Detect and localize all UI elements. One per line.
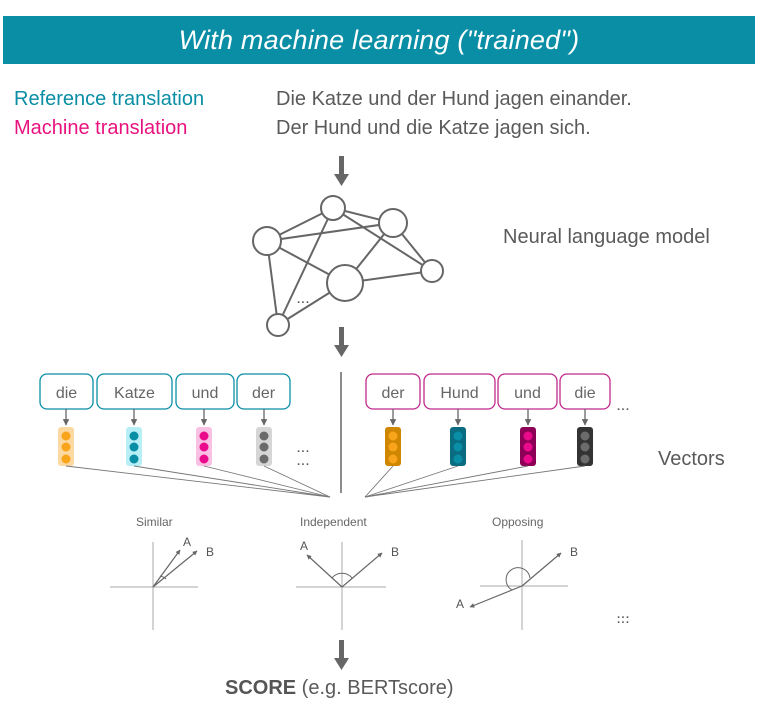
token-box-machine	[423, 373, 496, 410]
connector-line	[364, 465, 394, 498]
vector-dot	[199, 431, 209, 441]
vector-b-arrow-icon	[341, 552, 383, 588]
ellipsis: ...	[616, 605, 629, 622]
vector-dot	[61, 454, 71, 464]
token-word: und	[192, 385, 219, 402]
vector-dot	[129, 431, 139, 441]
vector-dot	[259, 442, 269, 452]
vector-dot	[129, 454, 139, 464]
token-word: Katze	[114, 385, 155, 402]
network-edge	[277, 207, 334, 326]
vector-a-label: A	[183, 535, 191, 549]
vector-dot	[453, 454, 463, 464]
ellipsis: ...	[296, 452, 309, 469]
reference-translation-label: Reference translation	[14, 88, 205, 110]
angle-arc	[159, 575, 167, 580]
machine-translation-label: Machine translation	[14, 117, 188, 139]
token-box-reference	[175, 373, 235, 410]
title-banner: With machine learning ("trained")	[3, 16, 755, 64]
angle-arc	[505, 567, 531, 591]
vector-b-label: B	[570, 545, 578, 559]
token-word: Hund	[440, 385, 478, 402]
network-edge	[266, 222, 394, 242]
network-edge	[332, 207, 433, 272]
token-word: der	[252, 385, 276, 402]
connector-line	[65, 465, 331, 498]
token-word: die	[56, 385, 77, 402]
comparison-label-independent: Independent	[300, 515, 367, 529]
network-node	[420, 259, 444, 283]
token-word: und	[514, 385, 541, 402]
connector-line	[263, 465, 331, 498]
vector-b-arrow-icon	[152, 550, 198, 588]
score-title: SCORE	[225, 677, 297, 699]
connector-line	[364, 465, 529, 498]
vector-dot	[129, 442, 139, 452]
comparison-label-similar: Similar	[136, 515, 173, 529]
network-node	[266, 313, 290, 337]
score-label: SCORE (e.g. BERTscore)	[225, 677, 454, 700]
vector-dot	[61, 442, 71, 452]
vector-a-arrow-icon	[152, 549, 181, 588]
reference-translation-text: Die Katze und der Hund jagen einander.	[276, 88, 632, 110]
vector-dot	[580, 431, 590, 441]
down-arrow-icon	[334, 640, 349, 670]
connector-line	[203, 465, 331, 498]
vector-dot	[388, 442, 398, 452]
vector-dot	[388, 431, 398, 441]
ellipsis: ...	[616, 397, 629, 414]
neural-network-icon	[252, 195, 444, 337]
ellipsis: ...	[296, 439, 309, 456]
vector-dot	[259, 431, 269, 441]
vector-b-arrow-icon	[521, 552, 562, 587]
vector-b-label: B	[206, 545, 214, 559]
network-node	[326, 264, 364, 302]
vector-a-label: A	[456, 597, 464, 611]
vector-dot	[453, 431, 463, 441]
angle-arc	[331, 572, 353, 579]
down-arrow-icon	[334, 156, 349, 186]
network-node	[320, 195, 346, 221]
vector-a-arrow-icon	[306, 554, 343, 588]
vector-dot	[61, 431, 71, 441]
comparison-label-opposing: Opposing	[492, 515, 544, 529]
token-word: die	[574, 385, 595, 402]
vector-dot	[580, 454, 590, 464]
vector-b-label: B	[391, 545, 399, 559]
vector-dot	[388, 454, 398, 464]
ellipsis: ...	[296, 290, 309, 307]
vector-dot	[199, 442, 209, 452]
vector-dot	[199, 454, 209, 464]
network-node	[252, 226, 282, 256]
model-label: Neural language model	[503, 226, 710, 248]
ellipsis: ...	[616, 610, 629, 627]
vector-dot	[523, 442, 533, 452]
connector-line	[133, 465, 331, 498]
vector-dot	[523, 454, 533, 464]
score-example: (e.g. BERTscore)	[296, 677, 454, 699]
vector-dot	[259, 454, 269, 464]
vector-dot	[523, 431, 533, 441]
vectors-label: Vectors	[658, 448, 725, 470]
network-node	[378, 208, 408, 238]
connector-line	[364, 465, 459, 498]
vector-dot	[453, 442, 463, 452]
token-word: der	[381, 385, 405, 402]
connector-line	[364, 465, 586, 498]
vector-a-arrow-icon	[469, 585, 523, 608]
vector-a-label: A	[300, 539, 308, 553]
machine-translation-text: Der Hund und die Katze jagen sich.	[276, 117, 591, 139]
vector-dot	[580, 442, 590, 452]
down-arrow-icon	[334, 327, 349, 357]
